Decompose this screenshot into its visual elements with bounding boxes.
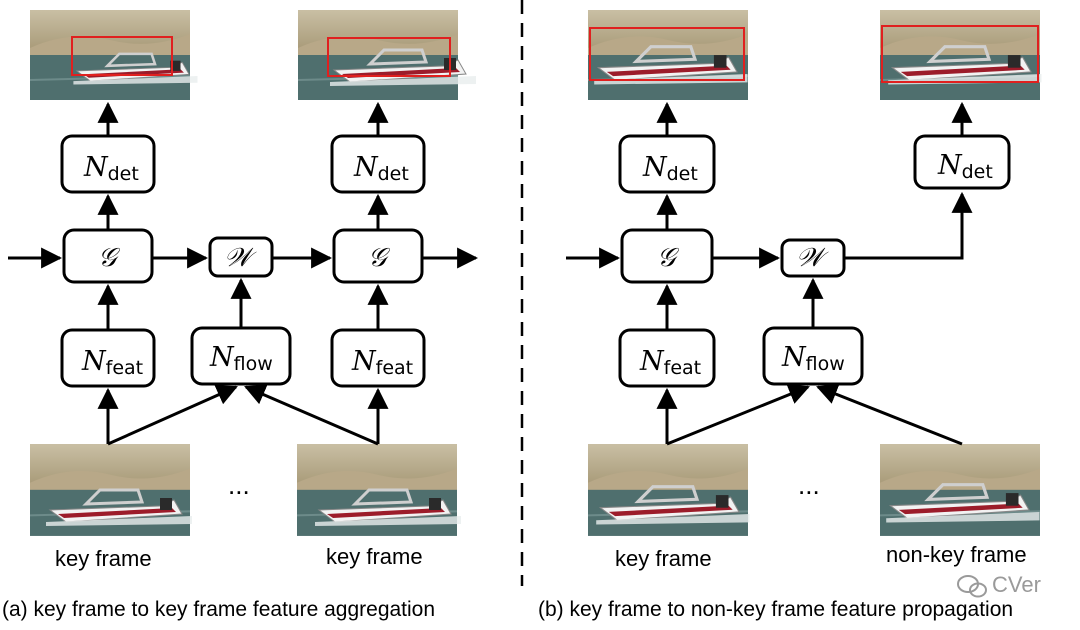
det-box-b-right: [913, 134, 1011, 190]
flow-label: Nflow: [209, 342, 273, 375]
arrow: [666, 384, 810, 446]
input-image-b-right: [878, 442, 1042, 537]
ellipsis: ...: [228, 470, 250, 500]
detection-box: [71, 36, 173, 76]
aggregate-box-a-left: [62, 228, 154, 284]
detection-box: [881, 25, 1039, 83]
input-image-b-left: [586, 442, 752, 537]
watermark: CVer: [957, 572, 1041, 598]
frame-label-a-left: key frame: [55, 546, 152, 571]
feat-box-a-right: [330, 328, 426, 388]
output-image-a-right: [297, 9, 478, 101]
panel-b: Ndet Ndet 𝒢 𝒲 Nfeat Nflow ... key frame …: [538, 9, 1044, 621]
frame-label-b-left: key frame: [615, 546, 712, 571]
ellipsis: ...: [798, 470, 820, 500]
feat-label: Nfeat: [81, 346, 143, 379]
arrow: [107, 385, 238, 446]
det-label: Ndet: [83, 152, 139, 185]
panel-a: Ndet Ndet 𝒢 𝒲 𝒢 Nfeat Nflow Nfeat: [2, 9, 479, 621]
arrow: [816, 384, 963, 446]
aggregate-box-a-right: [332, 228, 424, 284]
frame-label-a-right: key frame: [326, 544, 423, 569]
det-box-b-left: [618, 134, 716, 194]
output-image-b-left: [587, 9, 750, 101]
output-image-b-right: [879, 9, 1044, 101]
detection-box: [589, 27, 745, 81]
wechat-icon: [957, 575, 987, 598]
arrow: [844, 191, 973, 260]
flow-box-a: [190, 326, 292, 386]
input-image-a-left: [28, 442, 194, 537]
watermark-text: CVer: [992, 572, 1041, 597]
det-label: Ndet: [642, 152, 698, 185]
aggregate-label: 𝒢: [657, 243, 680, 273]
det-label: Ndet: [353, 152, 409, 185]
flow-box-b: [762, 326, 864, 386]
feat-box-b: [618, 328, 716, 388]
arrow: [244, 384, 379, 446]
aggregate-label: 𝒢: [368, 243, 391, 273]
det-label: Ndet: [937, 150, 993, 183]
input-image-a-right: [295, 442, 463, 537]
detection-box: [327, 37, 451, 77]
aggregate-box-b: [620, 228, 714, 284]
caption-b: (b) key frame to non-key frame feature p…: [538, 598, 1013, 621]
feat-box-a-left: [60, 328, 156, 388]
caption-a: (a) key frame to key frame feature aggre…: [2, 598, 435, 621]
aggregate-label: 𝒢: [98, 243, 121, 273]
flow-label: Nflow: [781, 342, 845, 375]
feat-label: Nfeat: [639, 346, 701, 379]
det-box-a-right: [330, 134, 426, 194]
feat-label: Nfeat: [351, 346, 413, 379]
output-image-a-left: [29, 9, 199, 101]
frame-label-b-right: non-key frame: [886, 542, 1027, 567]
det-box-a-left: [60, 134, 156, 194]
